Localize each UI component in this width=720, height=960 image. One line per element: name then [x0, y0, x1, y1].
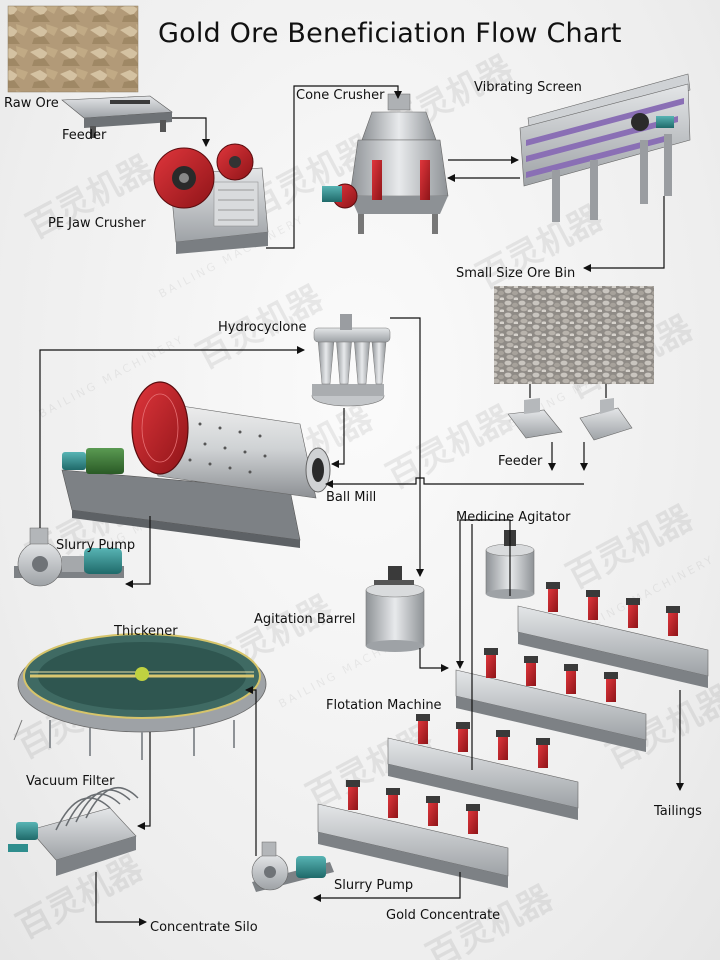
arrow-feeder-to-jaw — [172, 117, 210, 147]
slurry-pump-top — [14, 527, 124, 587]
arrow-agitator-to-flotation — [456, 519, 511, 669]
agitation-barrel — [365, 566, 425, 652]
flow-arrows — [39, 85, 684, 926]
arrow-filter-to-silo — [95, 872, 147, 926]
arrow-pump-to-hydro — [39, 346, 305, 528]
arrow-hydro-to-mill — [331, 408, 345, 468]
label-ore-bin: Small Size Ore Bin — [456, 266, 576, 281]
label-thickener: Thickener — [114, 624, 178, 639]
label-vibrating-screen: Vibrating Screen — [474, 80, 582, 95]
ball-mill — [61, 381, 331, 548]
label-agitation-barrel: Agitation Barrel — [254, 612, 356, 627]
vacuum-filter — [8, 787, 139, 876]
raw-ore-image — [7, 5, 139, 93]
label-feeder-mid: Feeder — [498, 454, 543, 469]
arrow-thickener-to-filter — [137, 732, 151, 830]
arrow-pump-to-thickener — [245, 686, 257, 856]
label-flotation-machine: Flotation Machine — [326, 698, 442, 713]
arrow-barrel-to-flotation — [419, 648, 449, 672]
arrow-hydro-to-agitation — [390, 317, 424, 577]
label-vacuum-filter: Vacuum Filter — [26, 774, 115, 789]
label-slurry-pump-top: Slurry Pump — [56, 538, 136, 553]
label-hydrocyclone: Hydrocyclone — [218, 320, 307, 335]
label-gold-concentrate: Gold Concentrate — [386, 908, 501, 923]
cone-crusher — [322, 93, 449, 234]
flotation-machine-row-2 — [455, 648, 647, 752]
label-concentrate-silo: Concentrate Silo — [150, 920, 258, 935]
thickener — [13, 633, 267, 760]
flotation-machine-row-1 — [517, 582, 709, 688]
ore-bin-image — [494, 286, 654, 384]
page-title: Gold Ore Beneficiation Flow Chart — [158, 18, 622, 49]
arrow-mill-to-pump — [125, 516, 151, 588]
label-ball-mill: Ball Mill — [326, 490, 377, 505]
vibrating-feeder-top — [61, 95, 173, 138]
label-cone-crusher: Cone Crusher — [296, 88, 385, 103]
label-tailings: Tailings — [654, 804, 702, 819]
feeder-pair — [507, 398, 633, 441]
slurry-pump-bottom — [251, 841, 334, 892]
arrow-screen-to-bin — [583, 196, 665, 272]
label-raw-ore: Raw Ore — [4, 96, 59, 111]
jaw-crusher — [153, 143, 269, 254]
label-medicine-agitator: Medicine Agitator — [456, 510, 571, 525]
hydrocyclone — [311, 314, 391, 407]
arrow-concentrate-to-pump — [313, 872, 461, 902]
label-slurry-pump-bottom: Slurry Pump — [334, 878, 414, 893]
vibrating-screen — [519, 73, 691, 222]
flotation-machine-row-3 — [387, 714, 579, 820]
arrow-jaw-to-cone — [266, 85, 402, 249]
label-feeder-top: Feeder — [62, 128, 107, 143]
label-jaw-crusher: PE Jaw Crusher — [48, 216, 146, 231]
arrow-feeders-to-mill — [325, 477, 584, 488]
